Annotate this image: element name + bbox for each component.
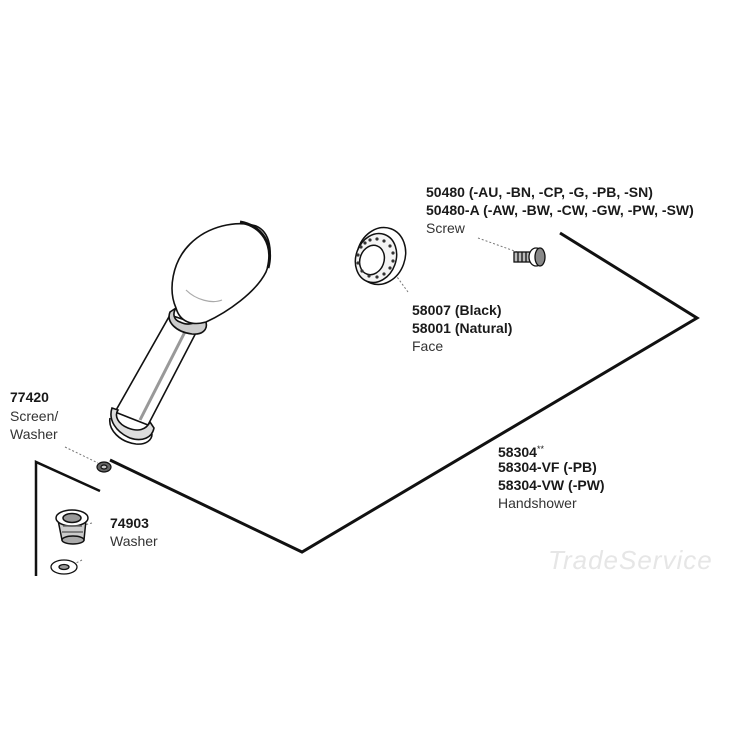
handshower-part-number-base: 58304 [498,444,537,460]
leader-lines [64,237,521,567]
screw-part-number-2: 50480-A (-AW, -BW, -CW, -GW, -PW, -SW) [426,202,694,218]
watermark: TradeService [548,545,713,575]
screen-washer-description-1: Screen/ [10,408,59,424]
screw-description: Screw [426,220,465,236]
handshower-description: Handshower [498,495,577,511]
hose-outline [34,231,700,576]
flat-washer-illustration [50,559,78,575]
washer-part-number: 74903 [110,515,149,531]
handshower-part-number-2: 58304-VF (-PB) [498,459,597,475]
handshower-part-number-3: 58304-VW (-PW) [498,477,605,493]
washer-description: Washer [110,533,158,549]
face-disc-illustration [354,226,407,286]
face-part-number-natural: 58001 (Natural) [412,320,513,336]
screw-illustration [513,247,546,267]
handshower-footnote-mark: ** [536,444,544,454]
handshower-illustration [109,220,271,445]
handshower-part-number-1: 58304** [498,441,544,461]
screw-part-number-1: 50480 (-AU, -BN, -CP, -G, -PB, -SN) [426,184,653,200]
screen-washer-description-2: Washer [10,426,58,442]
face-description: Face [412,338,444,354]
screen-washer-illustration [96,461,112,473]
face-part-number-black: 58007 (Black) [412,302,502,318]
connector-nut-illustration [55,509,89,545]
screen-washer-part-number: 77420 [10,389,49,405]
